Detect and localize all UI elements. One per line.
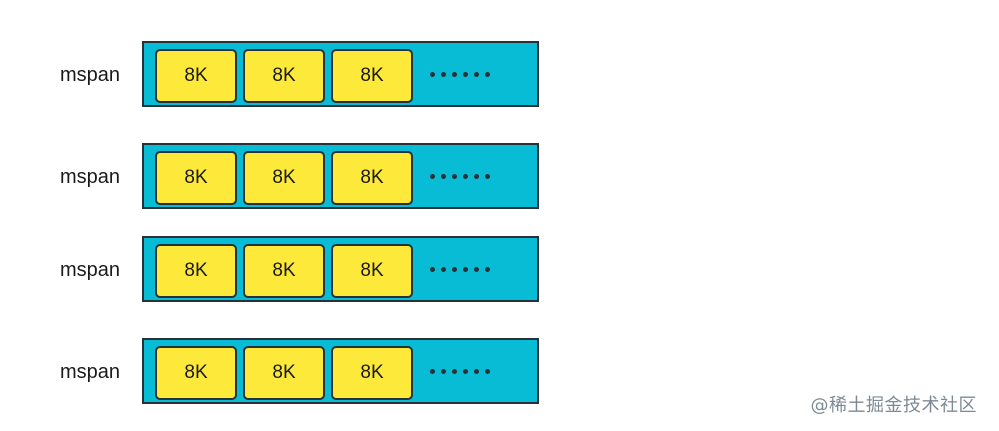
mspan-label: mspan [60, 259, 121, 281]
page-box: 8K [331, 151, 413, 205]
watermark-text: @稀土掘金技术社区 [810, 395, 977, 416]
mspan-block: 8K 8K 8K [142, 143, 539, 209]
mspan-row: mspan 8K 8K 8K [0, 236, 560, 304]
page-box: 8K [155, 244, 237, 298]
mspan-label: mspan [60, 361, 121, 383]
page-box: 8K [155, 49, 237, 103]
ellipsis-dots [430, 267, 490, 275]
mspan-label: mspan [60, 64, 121, 86]
mspan-row: mspan 8K 8K 8K [0, 41, 560, 109]
page-box: 8K [331, 346, 413, 400]
page-box: 8K [331, 244, 413, 298]
mspan-block: 8K 8K 8K [142, 236, 539, 302]
mspan-label: mspan [60, 166, 121, 188]
page-box: 8K [243, 346, 325, 400]
page-box: 8K [331, 49, 413, 103]
page-box: 8K [155, 151, 237, 205]
page-box: 8K [243, 151, 325, 205]
mspan-block: 8K 8K 8K [142, 41, 539, 107]
mspan-row: mspan 8K 8K 8K [0, 143, 560, 211]
ellipsis-dots [430, 369, 490, 377]
page-box: 8K [243, 49, 325, 103]
mspan-block: 8K 8K 8K [142, 338, 539, 404]
page-box: 8K [243, 244, 325, 298]
ellipsis-dots [430, 72, 490, 80]
page-box: 8K [155, 346, 237, 400]
ellipsis-dots [430, 174, 490, 182]
mspan-row: mspan 8K 8K 8K [0, 338, 560, 406]
